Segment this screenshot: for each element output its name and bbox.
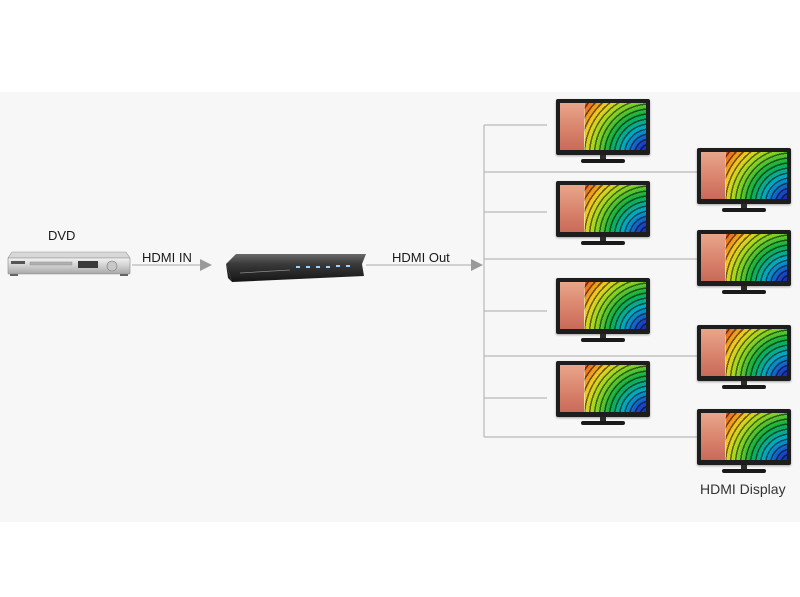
display-screen — [560, 365, 646, 412]
display-screen — [701, 329, 787, 376]
display-screen — [560, 282, 646, 329]
display-6 — [697, 325, 791, 391]
background-band — [0, 92, 800, 522]
hdmi-in-label: HDMI IN — [142, 250, 192, 265]
display-screen — [701, 413, 787, 460]
display-screen — [560, 185, 646, 232]
distribution-lines — [483, 124, 697, 438]
display-2 — [697, 148, 791, 214]
display-screen — [701, 152, 787, 199]
display-7 — [556, 361, 650, 427]
display-screen — [560, 103, 646, 150]
display-4 — [697, 230, 791, 296]
dvd-player — [7, 251, 131, 276]
display-1 — [556, 99, 650, 165]
hdmi-display-label: HDMI Display — [700, 481, 786, 497]
hdmi-out-label: HDMI Out — [392, 250, 450, 265]
dvd-label: DVD — [48, 228, 76, 243]
hdmi-splitter — [226, 254, 366, 282]
hdmi-in-arrow — [132, 259, 212, 271]
display-5 — [556, 278, 650, 344]
hdmi-out-arrow — [366, 259, 483, 271]
display-screen — [701, 234, 787, 281]
display-3 — [556, 181, 650, 247]
display-8 — [697, 409, 791, 475]
